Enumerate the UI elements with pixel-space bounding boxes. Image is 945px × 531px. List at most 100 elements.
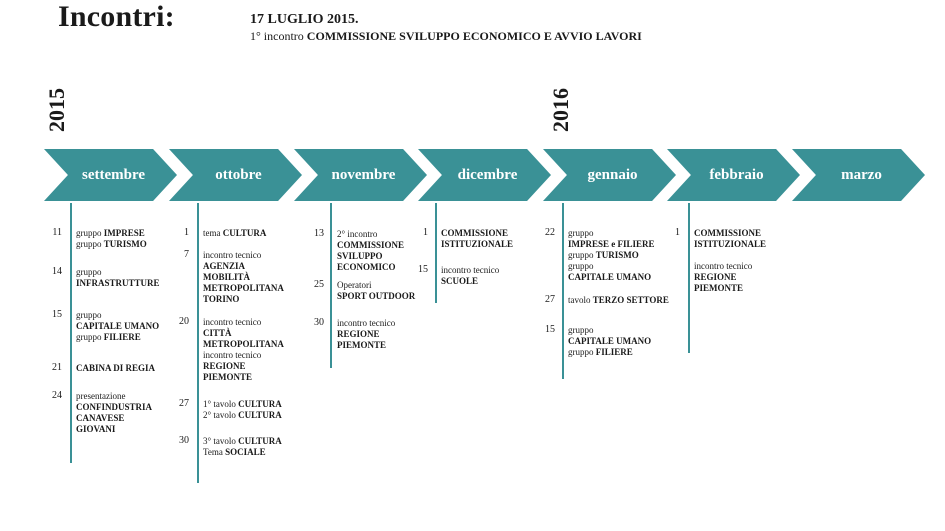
event-text: COMMISSIONE — [694, 228, 762, 238]
event-text: REGIONE — [694, 272, 737, 282]
event-day: 1 — [184, 227, 189, 238]
event-line: REGIONE — [694, 272, 766, 283]
event-day: 7 — [184, 249, 189, 260]
event-text: METROPOLITANA — [203, 283, 284, 293]
event-text: 1° tavolo — [203, 399, 239, 409]
event-text: CULTURA — [238, 436, 282, 446]
event-line: REGIONE — [203, 361, 284, 372]
event-line: INFRASTRUTTURE — [76, 278, 160, 289]
event-day: 1 — [423, 227, 428, 238]
event-text: incontro tecnico — [441, 265, 500, 275]
event-line: ISTITUZIONALE — [694, 239, 766, 250]
timeline-line-settembre — [70, 203, 72, 463]
event-text: REGIONE — [337, 329, 380, 339]
timeline-line-novembre — [330, 203, 332, 368]
month-chevron-gennaio: gennaio — [543, 149, 676, 201]
event-text: IMPRESE — [103, 228, 145, 238]
event-text: 2° tavolo — [203, 410, 239, 420]
event-text: TURISMO — [595, 250, 639, 260]
event-line: CAPITALE UMANO — [76, 321, 159, 332]
event-line: COMMISSIONE — [441, 228, 513, 239]
event-text: SVILUPPO — [337, 251, 383, 261]
event-text: ISTITUZIONALE — [694, 239, 767, 249]
event-line: CANAVESE — [76, 413, 152, 424]
event-text: CAPITALE UMANO — [568, 336, 652, 346]
event-description: tavolo TERZO SETTORE — [568, 295, 669, 306]
event-text: gruppo — [568, 325, 594, 335]
event-line: gruppo — [568, 325, 651, 336]
event-text: gruppo — [76, 332, 104, 342]
event-line: METROPOLITANA — [203, 339, 284, 350]
year-label-2016: 2016 — [548, 88, 573, 132]
event-line: incontro tecnico — [203, 250, 284, 261]
event-text: gruppo — [568, 261, 594, 271]
event-text: PIEMONTE — [337, 340, 387, 350]
month-chevron-novembre: novembre — [294, 149, 427, 201]
event-line: tavolo TERZO SETTORE — [568, 295, 669, 306]
event-line: incontro tecnico — [203, 350, 284, 361]
event-day: 15 — [545, 324, 555, 335]
event-line: COMMISSIONE — [694, 228, 766, 239]
event-line: PIEMONTE — [337, 340, 395, 351]
headline-subtitle: 1° incontro COMMISSIONE SVILUPPO ECONOMI… — [250, 29, 642, 44]
event-line: SCUOLE — [441, 276, 499, 287]
event-line: AGENZIA — [203, 261, 284, 272]
event-day: 14 — [52, 266, 62, 277]
event-day: 30 — [179, 435, 189, 446]
timeline-line-febbraio — [688, 203, 690, 353]
event-line: gruppo — [568, 228, 655, 239]
event-line: gruppo — [76, 267, 160, 278]
event-line: gruppo — [568, 261, 655, 272]
event-text: gruppo — [76, 239, 104, 249]
month-chevron-marzo: marzo — [792, 149, 925, 201]
month-chevron-ottobre: ottobre — [169, 149, 302, 201]
event-text: CABINA DI REGIA — [76, 363, 156, 373]
event-description: CABINA DI REGIA — [76, 363, 155, 374]
event-text: gruppo — [568, 228, 594, 238]
event-text: TORINO — [203, 294, 240, 304]
event-line: 2° tavolo CULTURA — [203, 410, 282, 421]
event-line: incontro tecnico — [337, 318, 395, 329]
event-text: gruppo — [568, 250, 596, 260]
event-line: gruppo — [76, 310, 159, 321]
event-line: TORINO — [203, 294, 284, 305]
event-line: GIOVANI — [76, 424, 152, 435]
event-line: incontro tecnico — [203, 317, 284, 328]
event-text: SOCIALE — [225, 447, 266, 457]
event-day: 25 — [314, 279, 324, 290]
event-line — [694, 250, 766, 261]
event-line: gruppo FILIERE — [76, 332, 159, 343]
event-text: Operatori — [337, 280, 372, 290]
event-text: CONFINDUSTRIA — [76, 402, 153, 412]
timeline-line-dicembre — [435, 203, 437, 303]
event-text: FILIERE — [103, 332, 141, 342]
event-day: 15 — [418, 264, 428, 275]
event-line: 1° tavolo CULTURA — [203, 399, 282, 410]
timeline-line-gennaio — [562, 203, 564, 379]
event-text: CULTURA — [238, 410, 282, 420]
event-text: PIEMONTE — [694, 283, 744, 293]
event-line: gruppo IMPRESE — [76, 228, 147, 239]
event-line: SPORT OUTDOOR — [337, 291, 415, 302]
month-chevron-dicembre: dicembre — [418, 149, 551, 201]
event-text: METROPOLITANA — [203, 339, 284, 349]
event-text: IMPRESE e FILIERE — [568, 239, 655, 249]
event-line: ISTITUZIONALE — [441, 239, 513, 250]
event-line: presentazione — [76, 391, 152, 402]
event-text: gruppo — [76, 267, 102, 277]
event-text: COMMISSIONE — [337, 240, 405, 250]
event-text: ISTITUZIONALE — [441, 239, 514, 249]
event-day: 21 — [52, 362, 62, 373]
event-line: incontro tecnico — [694, 261, 766, 272]
event-line: incontro tecnico — [441, 265, 499, 276]
event-text: MOBILITÀ — [203, 272, 251, 282]
